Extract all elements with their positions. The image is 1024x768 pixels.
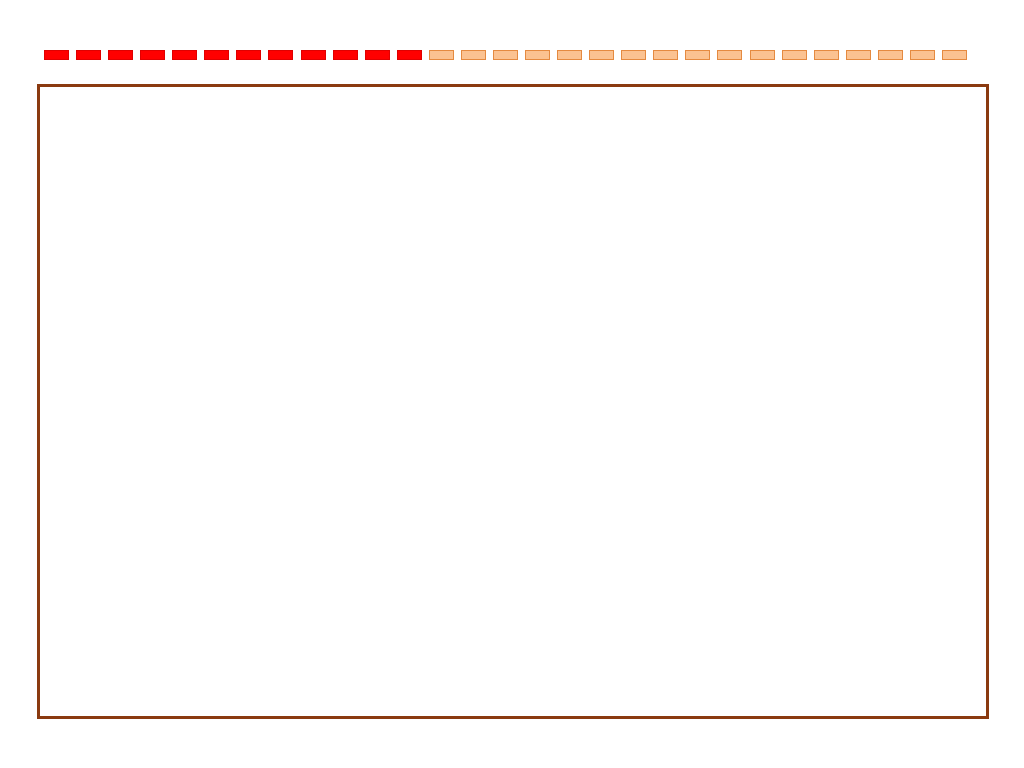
progress-segment-complete [236,50,261,60]
progress-segment-remaining [685,50,710,60]
progress-segment-remaining [846,50,871,60]
progress-segment-remaining [589,50,614,60]
progress-segment-complete [397,50,422,60]
progress-segment-remaining [557,50,582,60]
progress-segment-remaining [910,50,935,60]
progress-segment-complete [172,50,197,60]
progress-segment-complete [204,50,229,60]
progress-segment-remaining [525,50,550,60]
progress-segment-remaining [717,50,742,60]
progress-segment-complete [268,50,293,60]
progress-segment-remaining [621,50,646,60]
progress-segment-remaining [429,50,454,60]
progress-segment-complete [140,50,165,60]
progress-segment-complete [365,50,390,60]
progress-segment-remaining [814,50,839,60]
progress-segment-remaining [942,50,967,60]
progress-segment-complete [301,50,326,60]
progress-segment-complete [44,50,69,60]
progress-segment-complete [108,50,133,60]
progress-segment-complete [333,50,358,60]
progress-segment-remaining [461,50,486,60]
content-frame [37,84,989,719]
progress-segment-remaining [782,50,807,60]
segmented-progress-bar [44,50,974,60]
progress-segment-remaining [878,50,903,60]
progress-segment-remaining [653,50,678,60]
progress-segment-complete [76,50,101,60]
progress-segment-remaining [493,50,518,60]
progress-segment-remaining [750,50,775,60]
